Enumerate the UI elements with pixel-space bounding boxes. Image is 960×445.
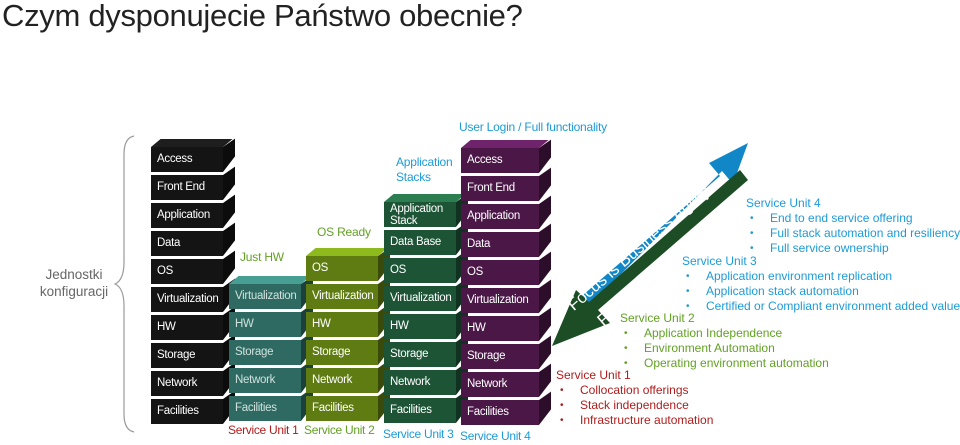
stack-layer: Facilities [229,396,301,421]
list-item: Collocation offerings [560,383,713,398]
stack-layer: Facilities [306,396,378,421]
stack-layer: Storage [306,340,378,365]
stack-layer: Application [151,203,223,228]
unit-label-su4: Service Unit 4 [460,429,531,443]
stack-layer: Data Base [384,230,456,255]
unit-label-su3: Service Unit 3 [383,427,454,441]
service-unit-4-list: Service Unit 4 End to end service offeri… [746,196,960,256]
stack-layer: Data [461,232,539,257]
stack-label-su2: OS Ready [317,225,371,239]
side-label: Jednostki konfiguracji [39,267,109,299]
list-item: Infrastructure automation [560,413,713,428]
list-item: Stack independence [560,398,713,413]
list-item: Operating environment automation [624,356,829,371]
page-title: Czym dysponujecie Państwo obecnie? [2,0,523,33]
stack-layer: Facilities [151,399,223,424]
stack-layer: Data [151,231,223,256]
unit-label-su2: Service Unit 2 [304,423,375,437]
list-item: Application Independence [624,326,829,341]
stack-layer: OS [306,256,378,281]
stack-layer: Virtualization [461,288,539,313]
stack-layer: Access [151,147,223,172]
stack-layer: OS [461,260,539,285]
service-unit-3-title: Service Unit 3 [682,254,757,268]
service-unit-4-title: Service Unit 4 [746,196,821,210]
stack-label-su1: Just HW [240,250,284,264]
stack-layer: OS [384,258,456,283]
stack-layer: Facilities [384,398,456,423]
stack-layer: HW [306,312,378,337]
stack-layer: HW [384,314,456,339]
business-agility-arrow [568,143,748,318]
stack-layer: Virtualization [306,284,378,309]
stack-layer: Virtualization [384,286,456,311]
stack-layer: Network [306,368,378,393]
stack-layer: Storage [151,343,223,368]
stack-layer: Front End [461,176,539,201]
stack-layer: Front End [151,175,223,200]
list-item: Full stack automation and resiliency [750,226,960,241]
service-unit-2-list: Service Unit 2 Application Independence … [620,311,829,371]
service-unit-2-title: Service Unit 2 [620,311,695,325]
list-item: Full service ownership [750,241,960,256]
stack-label-su3: Application Stacks [396,155,453,184]
stack-layer: HW [461,316,539,341]
stack-layer: HW [151,315,223,340]
service-unit-3-list: Service Unit 3 Application environment r… [682,254,960,314]
stack-layer: Storage [229,340,301,365]
service-unit-1-title: Service Unit 1 [556,368,631,382]
stack-layer: Network [461,372,539,397]
list-item: Application stack automation [686,284,960,299]
stack-layer: Network [229,368,301,393]
stack-label-su4: User Login / Full functionality [459,120,607,134]
stack-layer: Network [384,370,456,395]
service-unit-1-list: Service Unit 1 Collocation offerings Sta… [556,368,713,428]
stack-layer: Facilities [461,400,539,425]
unit-label-su1: Service Unit 1 [228,423,299,437]
brace-icon [113,135,135,433]
list-item: End to end service offering [750,211,960,226]
stack-layer: Storage [461,344,539,369]
stack-layer: Storage [384,342,456,367]
stack-layer: Virtualization [229,284,301,309]
stack-layer: OS [151,259,223,284]
stack-layer: Application Stack [384,202,456,227]
list-item: Environment Automation [624,341,829,356]
stack-layer: Application [461,204,539,229]
list-item: Certified or Compliant environment added… [686,299,960,314]
stack-layer: HW [229,312,301,337]
stack-layer: Access [461,148,539,173]
list-item: Application environment replication [686,269,960,284]
it-efficiency-arrow [552,170,748,346]
stack-layer: Virtualization [151,287,223,312]
stack-layer: Network [151,371,223,396]
